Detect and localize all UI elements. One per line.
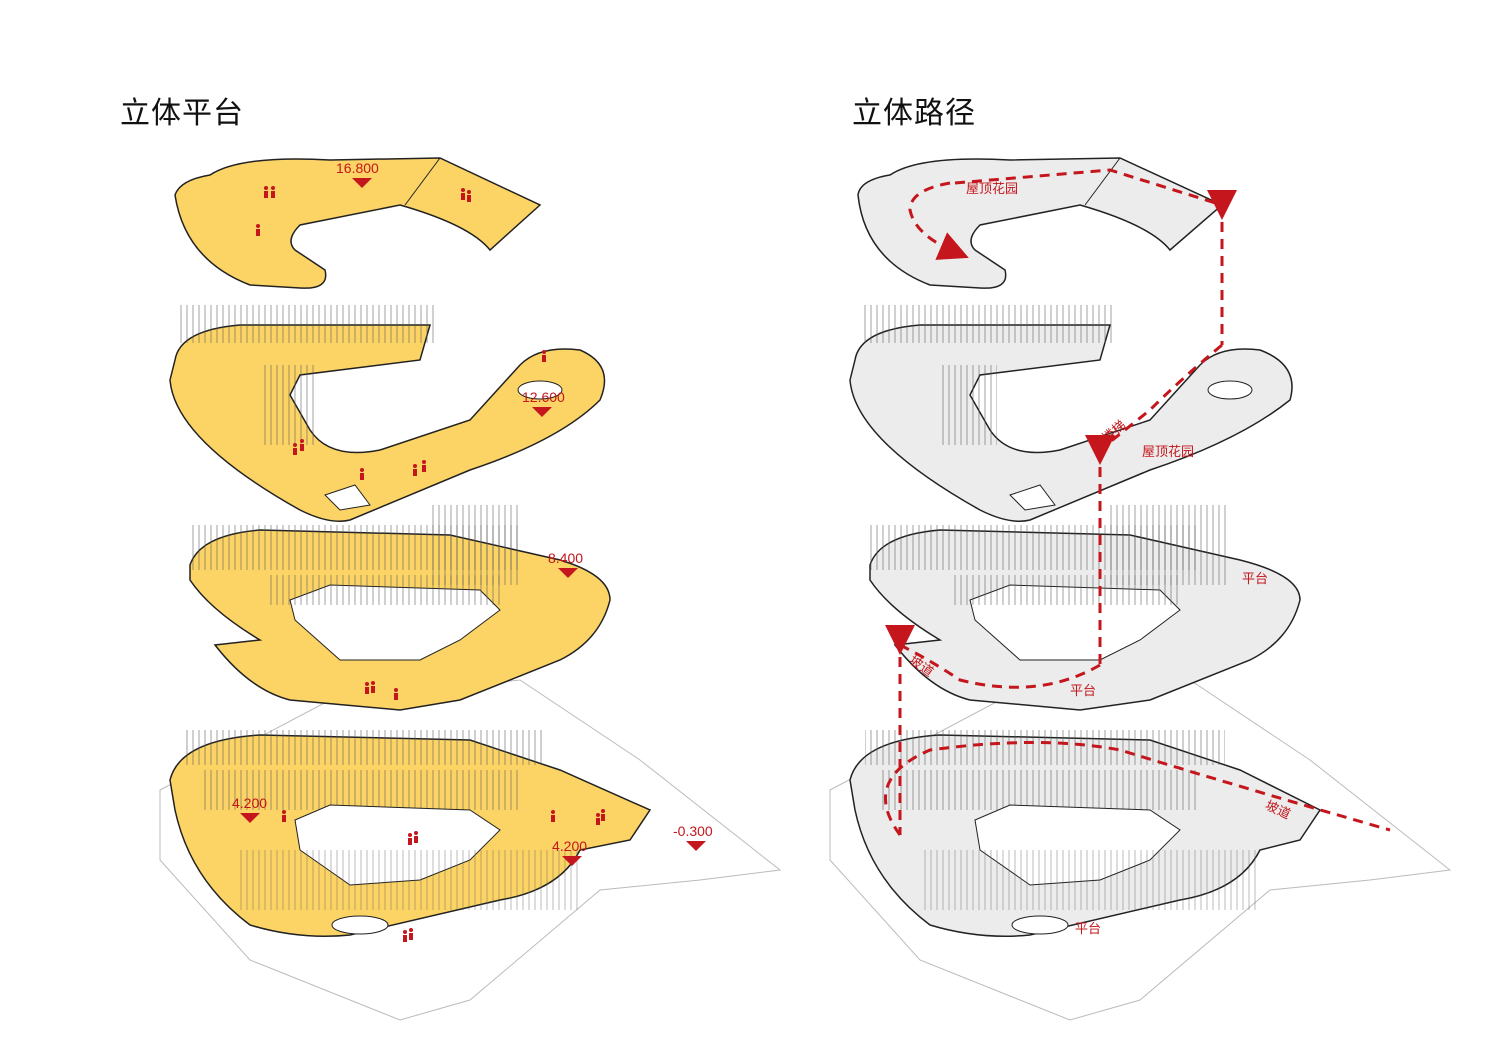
elevation-marker-ground: -0.300 [673, 823, 713, 851]
opening-l1 [331, 915, 389, 935]
opening-r3-a [1207, 380, 1253, 400]
elevation-label-l4: 16.800 [336, 160, 379, 176]
railing-l1-inner [200, 770, 520, 810]
slab-r4 [857, 157, 1224, 289]
railing-l1-front [240, 850, 580, 910]
label-roof-garden-mid: 屋顶花园 [1142, 444, 1194, 460]
slab-l4 [174, 157, 542, 289]
railing-l2-tower [430, 505, 520, 585]
opening-l3-b [324, 484, 371, 511]
elevation-label-l3: 12.600 [522, 389, 565, 405]
left-panel: 16.800 12.600 8.400 4.200 4.200 -0.300 [159, 157, 782, 1021]
elevation-label-ground: -0.300 [673, 823, 713, 839]
route-l2-ramp [899, 643, 1101, 689]
elevation-marker-l2: 8.400 [548, 550, 583, 578]
railing-l2-inner [270, 575, 500, 605]
route-stairs [1099, 343, 1223, 452]
slab-r3 [849, 324, 1293, 522]
elevation-marker-l4: 16.800 [336, 160, 379, 188]
label-platform-l2-bottom: 平台 [1070, 684, 1096, 699]
elevation-marker-l3: 12.600 [522, 389, 565, 417]
right-panel: 屋顶花园 楼梯 屋顶花园 平台 平台 坡道 坡道 平台 [829, 157, 1452, 1021]
railing-r3 [860, 305, 1115, 343]
elevation-marker-l1a: 4.200 [232, 795, 267, 823]
elevation-label-l2: 8.400 [548, 550, 583, 566]
route-roof-garden-top-link [954, 168, 1223, 207]
label-platform-l2-right: 平台 [1242, 572, 1268, 587]
elevation-label-l1b: 4.200 [552, 838, 587, 854]
railing-r3-inner [942, 365, 997, 445]
elevation-marker-l1b: 4.200 [552, 838, 587, 866]
opening-r3-b [1009, 484, 1056, 511]
railing-r1-inner [880, 770, 1200, 810]
railing-r1-outer [865, 730, 1225, 765]
opening-l3-a [517, 380, 563, 400]
railing-l1-outer [185, 730, 545, 765]
railing-r1-front [920, 850, 1260, 910]
railing-l3 [180, 305, 435, 343]
left-panel-title: 立体平台 [120, 96, 244, 131]
people-icons [256, 186, 605, 942]
route-l1-ramp [884, 741, 1391, 836]
railing-r2-tower [1110, 505, 1230, 585]
elevation-label-l1a: 4.200 [232, 795, 267, 811]
right-panel-title: 立体路径 [852, 96, 976, 131]
label-platform-l1: 平台 [1075, 922, 1101, 937]
slab-l3 [169, 324, 606, 522]
route-roof-garden-top [908, 181, 969, 260]
path-routes [884, 168, 1391, 836]
opening-r1 [1011, 915, 1069, 935]
railing-l3-inner [262, 365, 317, 445]
label-roof-garden-top: 屋顶花园 [966, 181, 1018, 197]
railing-r2-inner [950, 575, 1180, 605]
